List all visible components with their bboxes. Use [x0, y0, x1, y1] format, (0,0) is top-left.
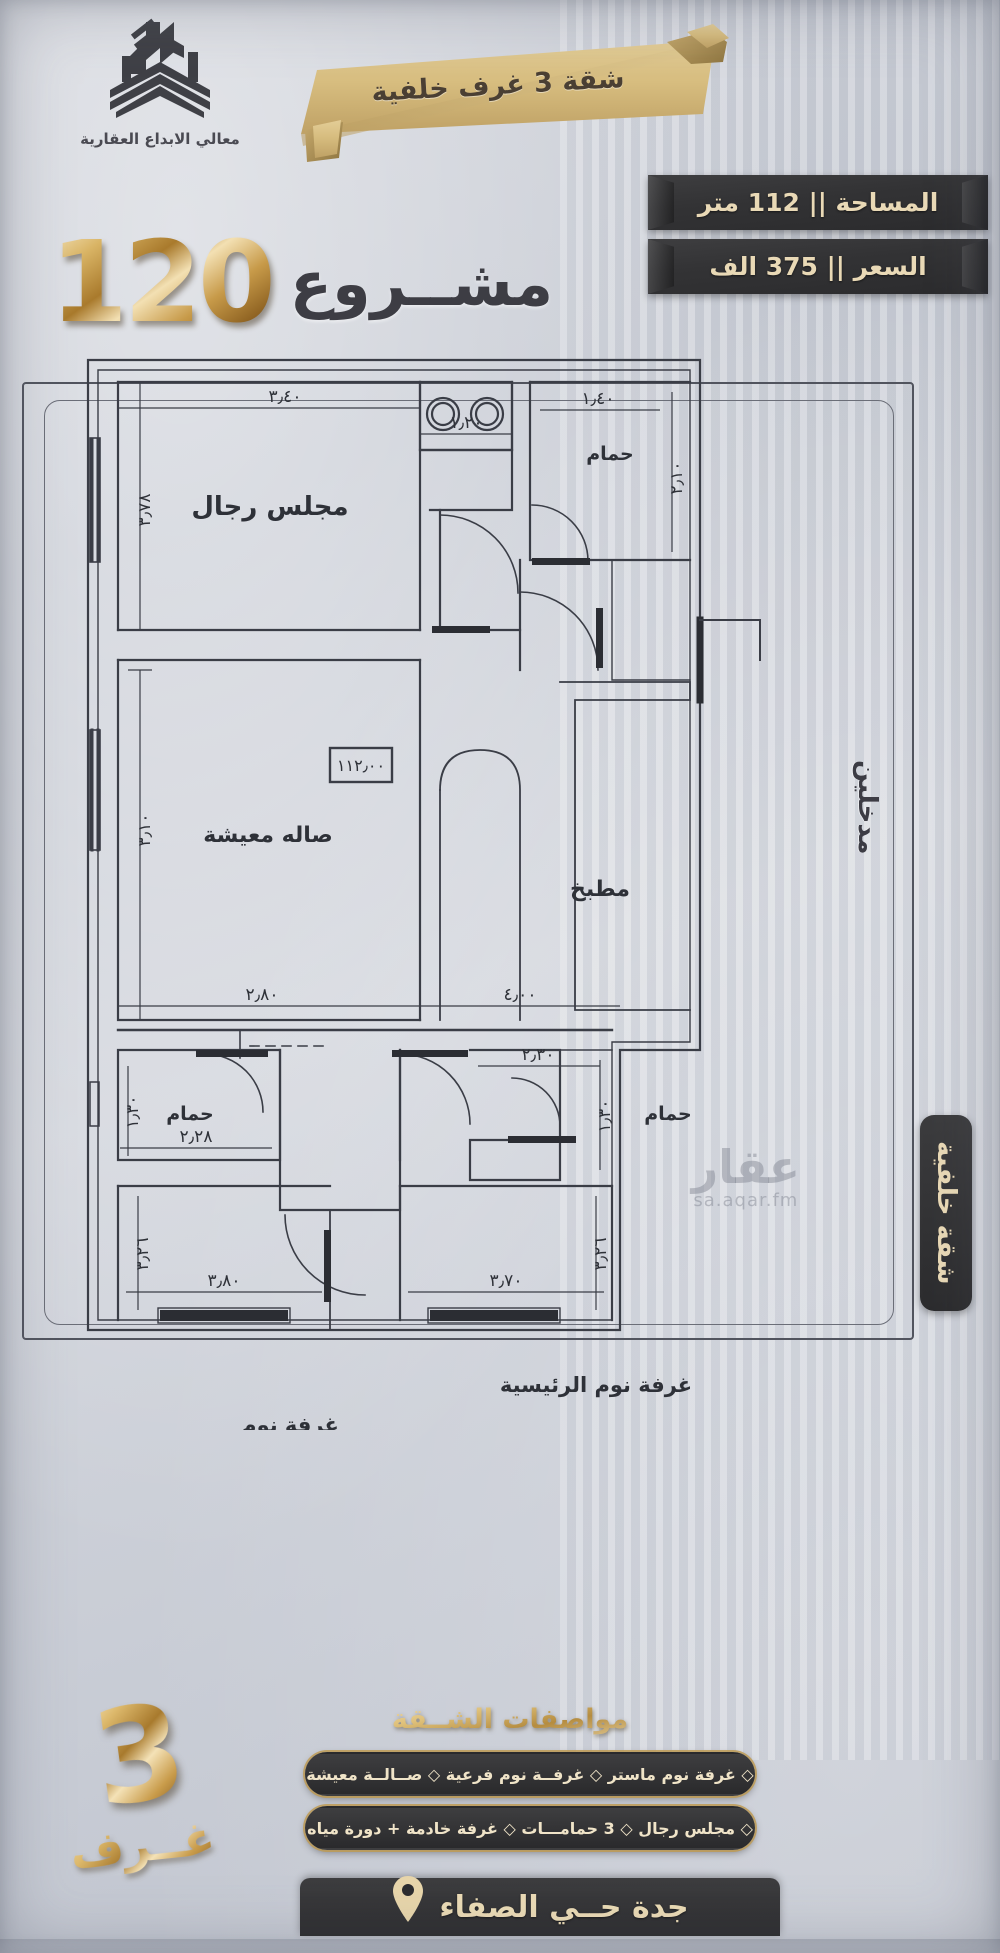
room-label-kitchen: مطبخ [570, 877, 630, 902]
dimension-master-width: ٣٫٧٠ [490, 1271, 523, 1291]
room-label-master: غرفة نوم الرئيسية [500, 1373, 692, 1397]
room-label-bathroom-left: حمام [166, 1103, 214, 1125]
specs-row-2: ◇ مجلس رجال ◇ 3 حمامـــات ◇ غرفة خادمة +… [305, 1806, 755, 1850]
project-title-word: مشــروع [289, 246, 554, 320]
dimension-majlis-height: ٣٫٧٨ [135, 494, 155, 527]
dimension-bedroom-height: ٣٫٢٦ [133, 1238, 153, 1271]
price-badge-text: السعر || 375 الف [709, 252, 927, 281]
specs-title: مواصفات الشــقة [300, 1704, 720, 1735]
dimension-majlis-width: ٣٫٤٠ [269, 387, 302, 407]
room-label-bathroom-right: حمام [644, 1103, 692, 1125]
dimension-living-height: ٣٫١٠ [135, 814, 155, 847]
brand-name: معالي الابداع العقارية [80, 130, 240, 148]
dimension-bath-left-width: ٢٫٢٨ [180, 1127, 213, 1147]
room-label-majlis: مجلس رجال [191, 492, 348, 522]
rooms-count-word: غــرف [67, 1810, 218, 1880]
room-label-bathroom-top: حمام [586, 443, 634, 465]
location-bar: جدة حــي الصفاء [300, 1876, 780, 1936]
location-text: جدة حــي الصفاء [439, 1889, 689, 1925]
area-badge: المساحة || 112 متر [648, 175, 988, 230]
dimension-bath-top-height: ٢٫١٠ [667, 462, 687, 495]
room-label-bedroom: غرفة نوم [241, 1413, 339, 1430]
project-title-number: 120 [50, 217, 276, 348]
dimension-bath-right-width: ٢٫٣٠ [522, 1045, 555, 1065]
room-label-living: صاله معيشة [203, 823, 333, 848]
floor-plan-drawing[interactable]: مجلس رجال حمام صاله معيشة مطبخ حمام حمام… [0, 330, 1000, 1430]
dimension-bath-left-height: ١٫٣٠ [123, 1096, 143, 1129]
floor-plan-outer-frame [22, 382, 914, 1340]
buildings-logo-icon [110, 18, 210, 118]
price-badge: السعر || 375 الف [648, 239, 988, 294]
plan-area-tag: ١١٢٫٠٠ [337, 756, 385, 775]
specs-row-1-text: ◇ غرفة نوم ماستر ◇ غرفــة نوم فرعية ◇ صـ… [306, 1764, 754, 1784]
dimension-master-height: ٣٫٢٦ [591, 1238, 611, 1271]
bottom-strip [0, 1939, 1000, 1953]
dimension-kitchen-width: ٤٫٠٠ [504, 985, 537, 1005]
rooms-count-badge: 3 غــرف [67, 1673, 270, 1920]
map-pin-icon [393, 1876, 424, 1922]
dimension-bath-top-width: ١٫٤٠ [582, 389, 615, 409]
specs-row-2-text: ◇ مجلس رجال ◇ 3 حمامـــات ◇ غرفة خادمة +… [307, 1818, 753, 1838]
rooms-count-number: 3 [83, 1673, 195, 1837]
caption-two-entrances: مدخلين [852, 760, 882, 855]
dimension-living-width: ٢٫٨٠ [246, 985, 279, 1005]
dimension-kitchen-strip: ١٫٢٠ [450, 413, 483, 433]
floor-plan-inner-frame [44, 400, 894, 1325]
ribbon-shape [301, 24, 729, 162]
dimension-bedroom-width: ٣٫٨٠ [208, 1271, 241, 1291]
brand-logo: معالي الابداع العقارية [70, 14, 250, 148]
project-title: مشــروع 120 [50, 217, 650, 348]
caption-rear-apartment: شقة خلفية [920, 1115, 972, 1311]
specs-row-1: ◇ غرفة نوم ماستر ◇ غرفــة نوم فرعية ◇ صـ… [305, 1752, 755, 1796]
area-badge-text: المساحة || 112 متر [697, 188, 939, 217]
title-ribbon: شقة 3 غرف خلفية [283, 22, 743, 162]
dimension-bath-right-height: ١٫٣٠ [595, 1100, 615, 1133]
